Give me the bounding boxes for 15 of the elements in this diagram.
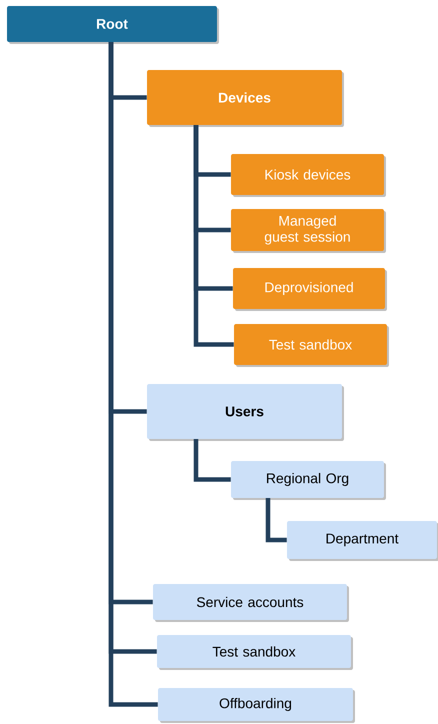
item-box: Kiosk devices <box>231 154 386 197</box>
root-box: Root <box>7 6 219 44</box>
item-box: Managed guest session <box>231 209 386 253</box>
connector-line <box>266 498 287 542</box>
item-box: Offboarding <box>158 688 355 723</box>
item-box: Department <box>287 521 438 561</box>
item-box: Test sandbox <box>234 324 389 367</box>
connector-line <box>194 125 234 347</box>
group-box: Users <box>147 384 344 441</box>
group-box: Devices <box>147 70 344 127</box>
item-box: Test sandbox <box>157 635 353 670</box>
connector-line <box>194 439 231 482</box>
item-box: Service accounts <box>153 584 349 622</box>
item-box: Deprovisioned <box>233 268 387 311</box>
item-box: Regional Org <box>231 461 386 500</box>
